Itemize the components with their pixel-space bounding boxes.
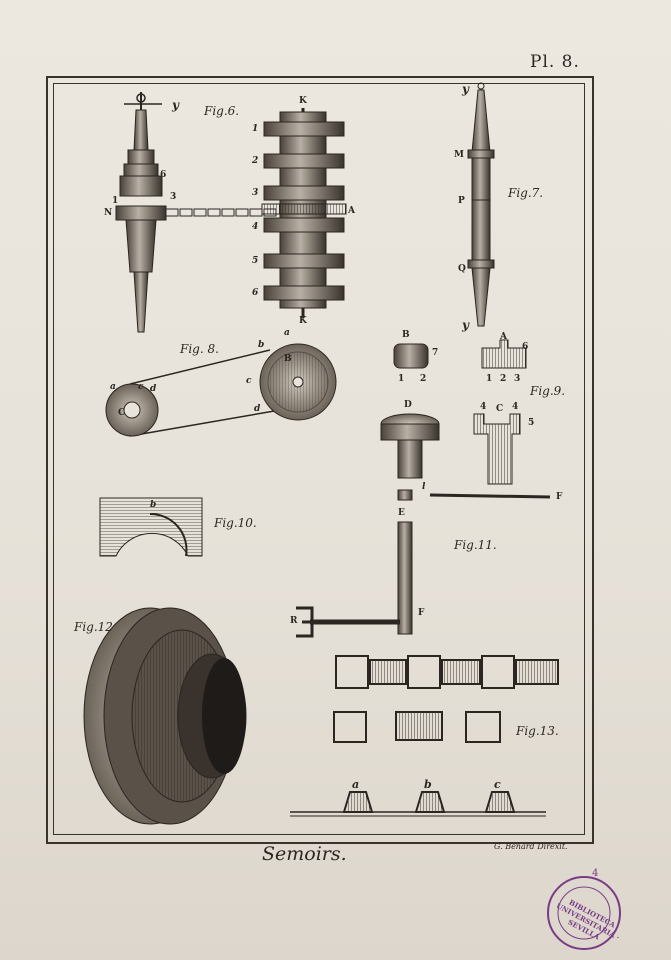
fig6-spindle	[115, 92, 167, 333]
letter-C-fig8: C	[118, 408, 126, 418]
plate-number: Pl. 8.	[530, 52, 580, 72]
letter-d-fig8-small: d	[150, 384, 157, 394]
plate-title: Semoirs.	[262, 843, 347, 865]
fig12-wheel	[83, 607, 247, 825]
fig7-label: Fig.7.	[508, 186, 544, 200]
drum-number-3: 3	[252, 188, 259, 198]
letter-A-fig9: A	[500, 332, 507, 342]
fig11-lever	[296, 489, 551, 638]
letter-c-fig13: c	[494, 778, 501, 791]
letter-l-fig11: l	[422, 482, 426, 492]
fig10-block	[99, 497, 203, 557]
fig6-chain	[165, 208, 277, 217]
letter-B-fig9: B	[402, 330, 410, 340]
letter-K-top: K	[299, 96, 307, 106]
letter-b-fig13: b	[424, 778, 432, 791]
engraver-credit: G. Benard Direxit.	[494, 842, 568, 851]
spindle-number-6: 6	[160, 170, 167, 180]
drum-number-4: 4	[252, 222, 259, 232]
drum-number-5: 5	[252, 256, 259, 266]
fig7-rod	[467, 82, 495, 327]
number-7-fig9: 7	[432, 348, 439, 358]
fig10-label: Fig.10.	[214, 516, 257, 530]
fig8-label: Fig. 8.	[180, 342, 219, 356]
letter-B-fig8: B	[284, 354, 292, 364]
number-4-fig9-left: 4	[480, 402, 487, 412]
letter-y: y	[172, 98, 179, 112]
letter-A: A	[348, 206, 355, 216]
letter-F-fig11-bottom: F	[418, 608, 425, 618]
letter-a-fig8: a	[284, 328, 290, 338]
letter-R: R	[290, 616, 298, 626]
letter-y-fig7-top: y	[462, 82, 469, 96]
letter-c-fig8: c	[246, 376, 252, 386]
spindle-number-1: 1	[112, 196, 119, 206]
fig13-chain-links	[290, 655, 559, 817]
fig9-parts	[380, 339, 527, 485]
letter-y-fig7-bottom: y	[462, 318, 469, 332]
number-1-fig9-a: 1	[486, 374, 493, 384]
fig6-drum	[261, 108, 347, 318]
letter-N: N	[104, 208, 113, 218]
library-stamp	[547, 876, 621, 950]
letter-b-fig8: b	[258, 340, 265, 350]
letter-a-fig8-small: a	[110, 382, 116, 392]
letter-E: E	[398, 508, 405, 518]
plate-frame-outer	[46, 76, 594, 844]
number-2-fig9-b: 2	[420, 374, 427, 384]
letter-C-fig9: C	[496, 404, 504, 414]
fig6-label: Fig.6.	[204, 104, 240, 118]
fig8-pulleys	[105, 343, 337, 437]
letter-M: M	[454, 150, 464, 160]
fig11-label: Fig.11.	[454, 538, 497, 552]
letter-Q: Q	[458, 264, 466, 274]
spindle-number-3: 3	[170, 192, 177, 202]
fig12-label: Fig.12	[74, 620, 113, 634]
number-1-fig9-b: 1	[398, 374, 405, 384]
drum-number-2: 2	[252, 156, 259, 166]
number-5-fig9: 5	[528, 418, 535, 428]
number-6-fig9: 6	[522, 342, 529, 352]
stamp-number: 4	[592, 868, 599, 879]
drum-number-6: 6	[252, 288, 259, 298]
plate-frame-inner	[53, 83, 585, 835]
fig13-label: Fig.13.	[516, 724, 559, 738]
letter-K-bottom: K	[299, 316, 307, 326]
letter-a-fig13: a	[352, 778, 360, 791]
letter-F-fig11-top: F	[556, 492, 563, 502]
letter-d-fig8: d	[254, 404, 261, 414]
letter-P: P	[458, 196, 465, 206]
number-3-fig9-a: 3	[514, 374, 521, 384]
fig9-label: Fig.9.	[530, 384, 566, 398]
number-4-fig9-right: 4	[512, 402, 519, 412]
letter-b-fig10: b	[150, 500, 157, 510]
drum-number-1: 1	[252, 124, 259, 134]
letter-D: D	[404, 400, 412, 410]
number-2-fig9-a: 2	[500, 374, 507, 384]
letter-c-fig8-small: c	[138, 382, 144, 392]
